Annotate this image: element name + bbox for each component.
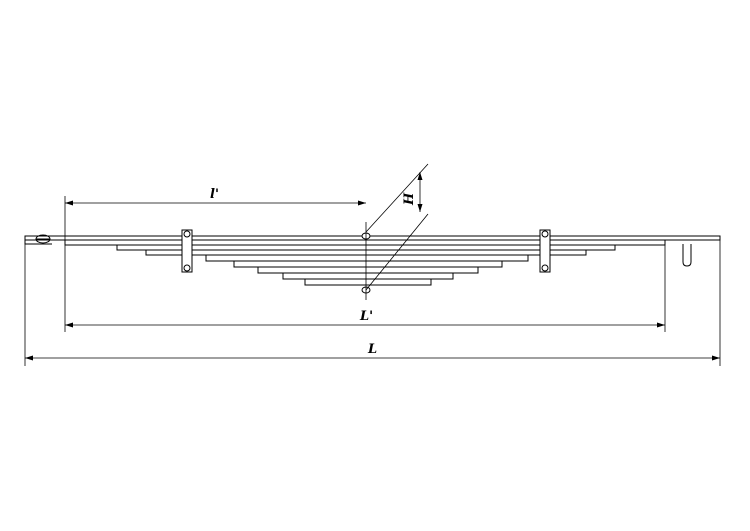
right-clip — [539, 229, 551, 273]
label-leaf-length: L' — [359, 309, 373, 324]
leaf-5 — [205, 254, 529, 262]
dimension-half-length: l' — [64, 187, 366, 240]
label-total-length: L — [367, 342, 377, 357]
dimension-leaf-length: L' — [64, 240, 666, 332]
leaf-7 — [257, 266, 479, 274]
leaf-2 — [64, 239, 666, 246]
left-clip — [181, 229, 193, 273]
dimension-total-length: L — [24, 240, 721, 366]
rear-hook — [682, 239, 720, 267]
label-camber: H — [402, 192, 417, 206]
leaf-8 — [282, 272, 454, 280]
dimension-camber: H — [365, 163, 429, 291]
label-half-length: l' — [210, 187, 219, 202]
leaf-6 — [233, 260, 503, 268]
leaf-stack — [24, 235, 721, 286]
main-leaf — [24, 235, 721, 241]
leaf-9 — [304, 278, 432, 286]
